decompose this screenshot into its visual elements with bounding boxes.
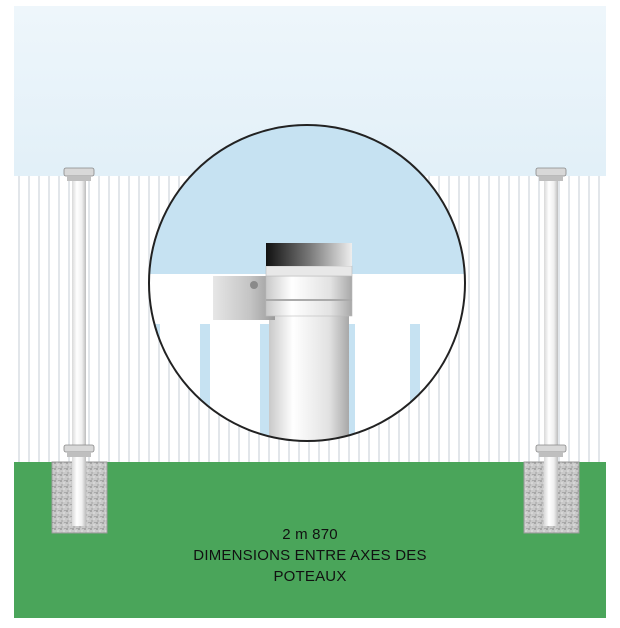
dimension-caption: 2 m 870 DIMENSIONS ENTRE AXES DES POTEAU…: [150, 524, 470, 587]
dimension-label-line1: DIMENSIONS ENTRE AXES DES: [193, 547, 427, 564]
dimension-label-line2: POTEAUX: [273, 568, 347, 585]
dimension-value: 2 m 870: [282, 526, 338, 543]
magnified-post: [269, 300, 349, 441]
left-post-icon: [63, 167, 95, 526]
magnified-post-cap-icon: [266, 243, 352, 266]
magnified-bracket: [213, 276, 275, 320]
bracket-screw-icon: [250, 281, 258, 289]
grass: [14, 462, 606, 618]
right-post-icon: [535, 167, 567, 526]
